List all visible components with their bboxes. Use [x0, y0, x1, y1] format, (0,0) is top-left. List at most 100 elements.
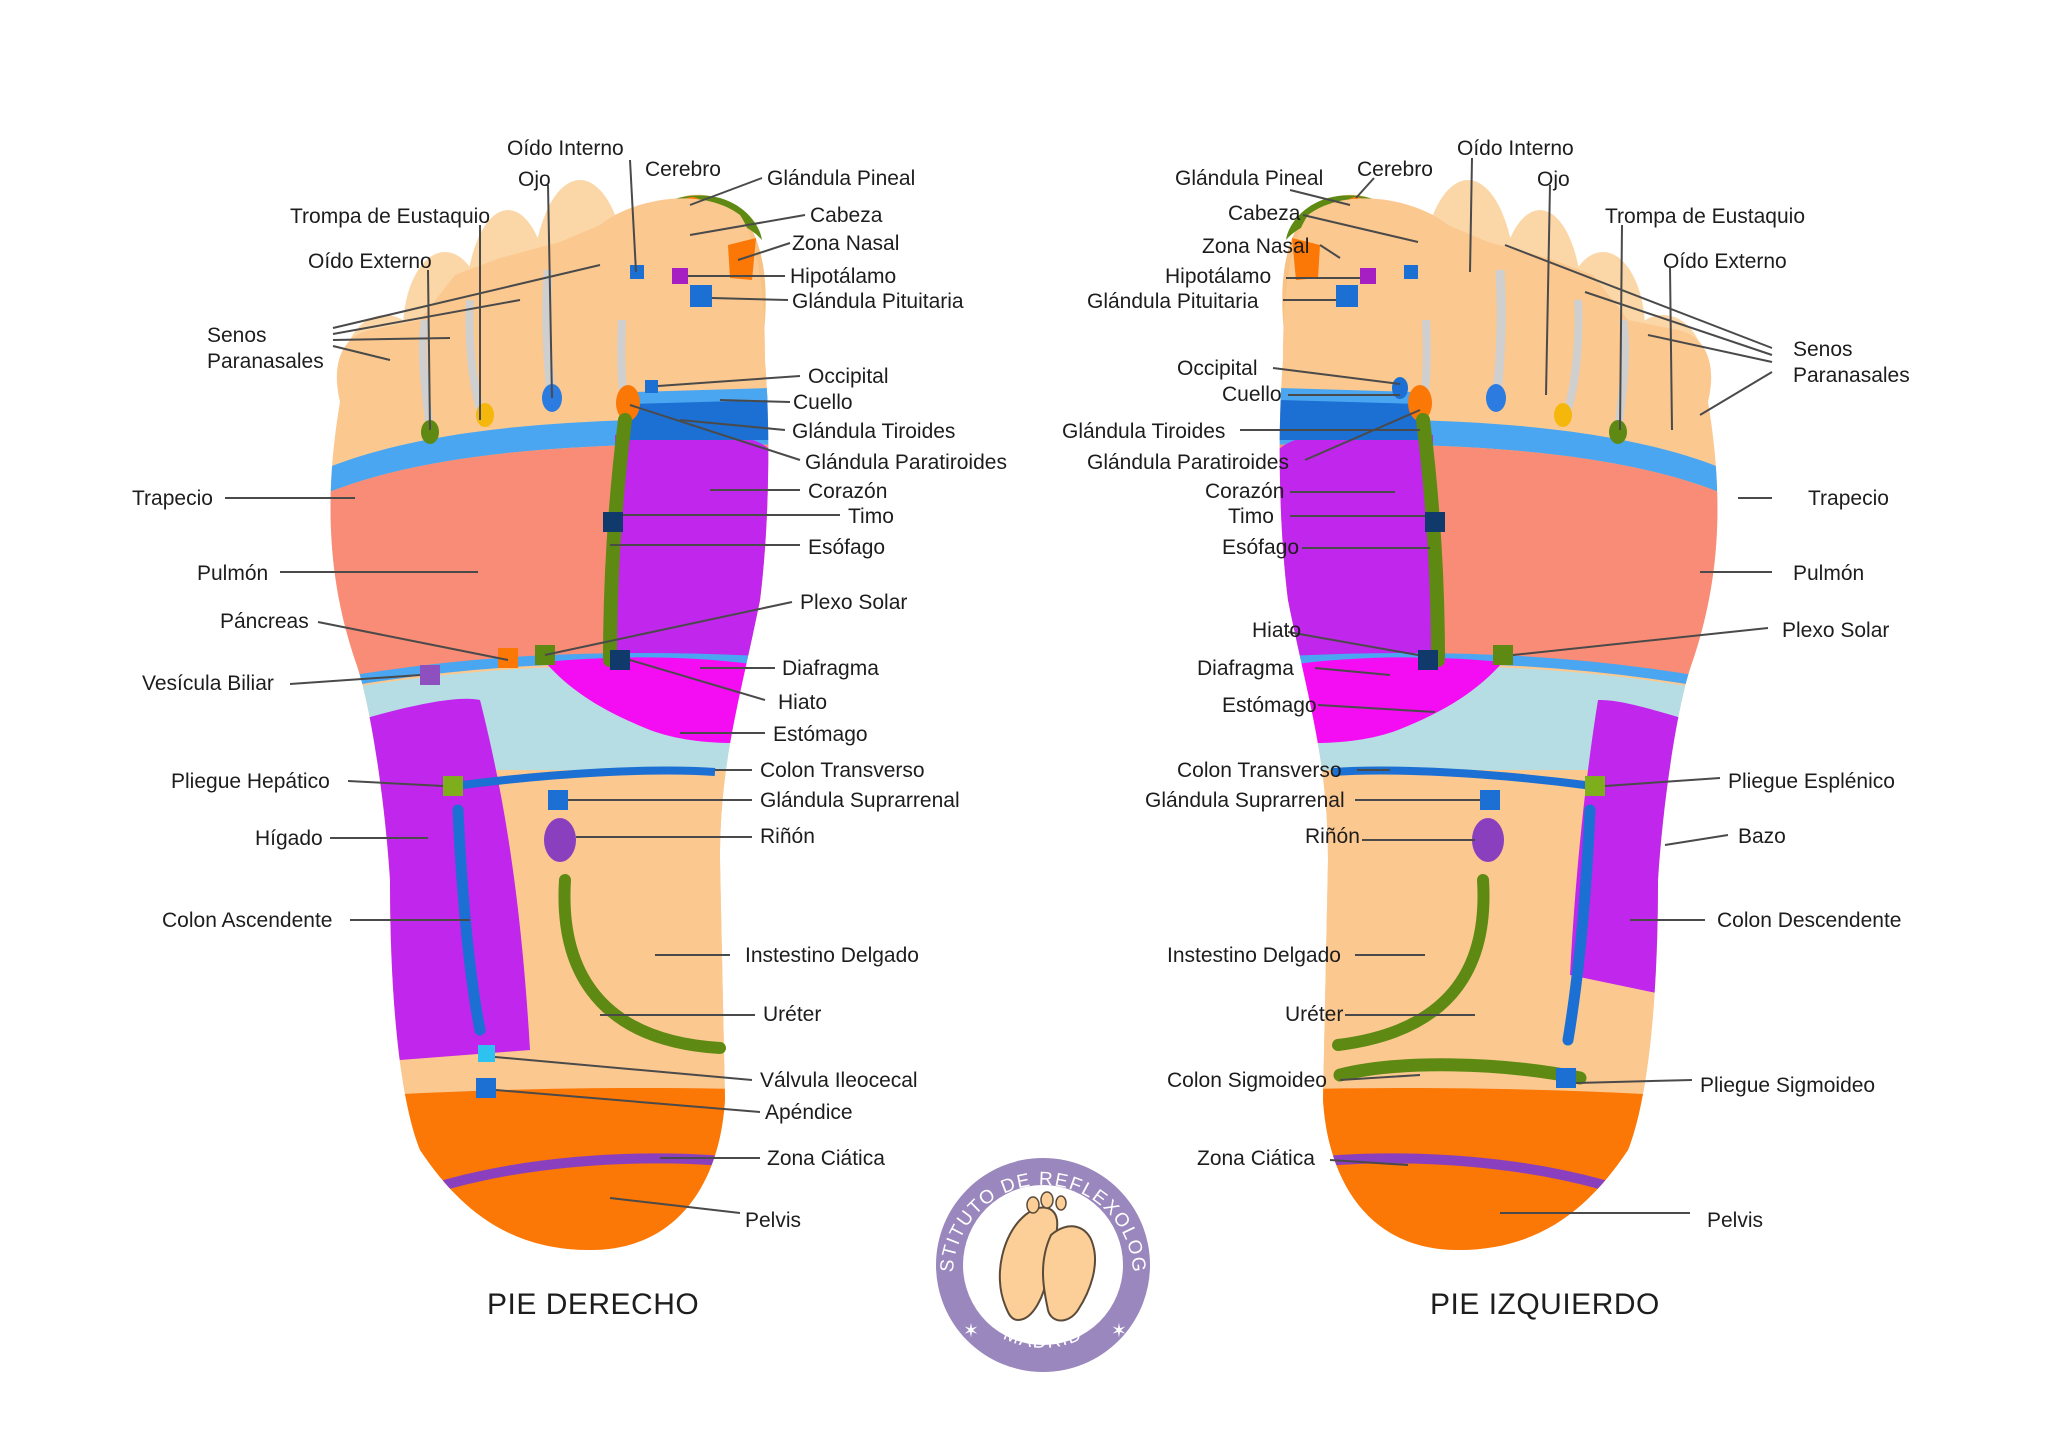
label-glandula-pineal: Glándula Pineal [1175, 167, 1323, 190]
label-paranasales: Paranasales [1793, 364, 1910, 387]
colon-transverso-line [1332, 766, 1594, 790]
label-colon-ascendente: Colon Ascendente [162, 909, 332, 932]
label-glandula-pituitaria: Glándula Pituitaria [1087, 290, 1259, 313]
label-ureter: Uréter [1285, 1003, 1343, 1026]
esophagus-line [1416, 413, 1445, 667]
valvula-square [478, 1045, 495, 1062]
label-trompa-eustaquio: Trompa de Eustaquio [290, 205, 490, 228]
ojo-dot [476, 403, 494, 427]
title-pie-izquierdo: PIE IZQUIERDO [1430, 1288, 1660, 1321]
label-hipotalamo: Hipotálamo [790, 265, 896, 288]
label-cuello: Cuello [793, 391, 853, 414]
colon-descendente-line [1562, 804, 1596, 1046]
pliegue-hepatico-square [443, 776, 463, 796]
label-intestino-delgado: Instestino Delgado [745, 944, 919, 967]
label-glandula-suprarrenal: Glándula Suprarrenal [760, 789, 960, 812]
ureter-line [1332, 874, 1490, 1051]
label-glandula-paratiroides: Glándula Paratiroides [805, 451, 1007, 474]
right-foot-labels: Oído Interno Cerebro Glándula Pineal Ojo… [132, 137, 1007, 1321]
label-estomago: Estómago [773, 723, 868, 746]
pliegue-sigmoideo-square [1556, 1068, 1576, 1088]
label-esofago: Esófago [1222, 536, 1299, 559]
label-cerebro: Cerebro [645, 158, 721, 181]
label-ojo: Ojo [518, 168, 551, 191]
label-zona-ciatica: Zona Ciática [1197, 1147, 1315, 1170]
occipital-orange [616, 385, 640, 421]
hiato-square [610, 650, 630, 670]
ureter-line [558, 874, 726, 1054]
plexo-square [1493, 645, 1513, 665]
suprarrenal-square [548, 790, 568, 810]
label-pulmon: Pulmón [1793, 562, 1864, 585]
sinus-green [421, 420, 439, 444]
right-foot [330, 180, 769, 1250]
label-valvula-ileocecal: Válvula Ileocecal [760, 1069, 918, 1092]
hipotalamo-square [1360, 268, 1376, 284]
label-oido-externo: Oído Externo [1663, 250, 1787, 273]
label-oido-interno: Oído Interno [507, 137, 624, 160]
label-plexo-solar: Plexo Solar [1782, 619, 1889, 642]
title-pie-derecho: PIE DERECHO [487, 1288, 699, 1321]
label-corazon: Corazón [1205, 480, 1284, 503]
label-pelvis: Pelvis [745, 1209, 801, 1232]
label-senos: Senos [207, 324, 267, 347]
colon-ascendente-line [452, 804, 486, 1036]
label-pulmon: Pulmón [197, 562, 268, 585]
label-timo: Timo [1228, 505, 1274, 528]
label-paranasales: Paranasales [207, 350, 324, 373]
label-plexo-solar: Plexo Solar [800, 591, 907, 614]
suprarrenal-square [1480, 790, 1500, 810]
label-cabeza: Cabeza [1228, 202, 1301, 225]
oido-externo-tube [418, 319, 434, 431]
label-glandula-paratiroides: Glándula Paratiroides [1087, 451, 1289, 474]
oido-interno-square [630, 265, 644, 279]
eustaquio-tube [465, 299, 484, 412]
label-pliegue-hepatico: Pliegue Hepático [171, 770, 330, 793]
timo-square [603, 512, 623, 532]
label-trompa-eustaquio: Trompa de Eustaquio [1605, 205, 1805, 228]
label-glandula-tiroides: Glándula Tiroides [792, 420, 955, 443]
eustaquio-tube [1564, 299, 1583, 412]
label-zona-nasal: Zona Nasal [792, 232, 899, 255]
label-glandula-tiroides: Glándula Tiroides [1062, 420, 1225, 443]
logo-foot-icon-2 [1042, 1225, 1097, 1322]
label-esofago: Esófago [808, 536, 885, 559]
logo-toe [1040, 1191, 1054, 1209]
ojo-tube [1491, 269, 1506, 401]
ojo-dot [1554, 403, 1572, 427]
label-glandula-pineal: Glándula Pineal [767, 167, 915, 190]
label-colon-transverso: Colon Transverso [1177, 759, 1342, 782]
institute-logo: INSTITUTO DE REFLEXOLOGÍA MADRID ✶ ✶ [936, 1158, 1150, 1372]
label-intestino-delgado: Instestino Delgado [1167, 944, 1341, 967]
apendice-square [476, 1078, 496, 1098]
hipotalamo-square [672, 268, 688, 284]
label-hiato: Hiato [778, 691, 827, 714]
logo-toe [1055, 1195, 1067, 1211]
logo-star-right: ✶ [1111, 1321, 1128, 1342]
zona-nasal-shape [1292, 238, 1320, 280]
label-diafragma: Diafragma [782, 657, 879, 680]
oido-interno-dot [1486, 384, 1506, 412]
hiato-square [1418, 650, 1438, 670]
occipital-dot [645, 380, 658, 393]
label-hipotalamo: Hipotálamo [1165, 265, 1271, 288]
label-cabeza: Cabeza [810, 204, 883, 227]
label-cerebro: Cerebro [1357, 158, 1433, 181]
logo-toe [1026, 1196, 1040, 1214]
label-apendice: Apéndice [765, 1101, 853, 1124]
label-occipital: Occipital [808, 365, 889, 388]
label-glandula-pituitaria: Glándula Pituitaria [792, 290, 964, 313]
pliegue-esplenico-square [1585, 776, 1605, 796]
label-rinon: Riñón [760, 825, 815, 848]
logo-star-left: ✶ [963, 1321, 980, 1342]
label-pliegue-esplenico: Pliegue Esplénico [1728, 770, 1895, 793]
vesicula-square [420, 665, 440, 685]
label-higado: Hígado [255, 827, 323, 850]
label-glandula-suprarrenal: Glándula Suprarrenal [1145, 789, 1345, 812]
rinon-shape [1472, 818, 1504, 862]
label-colon-sigmoideo: Colon Sigmoideo [1167, 1069, 1327, 1092]
esophagus-line [603, 413, 632, 667]
label-corazon: Corazón [808, 480, 887, 503]
